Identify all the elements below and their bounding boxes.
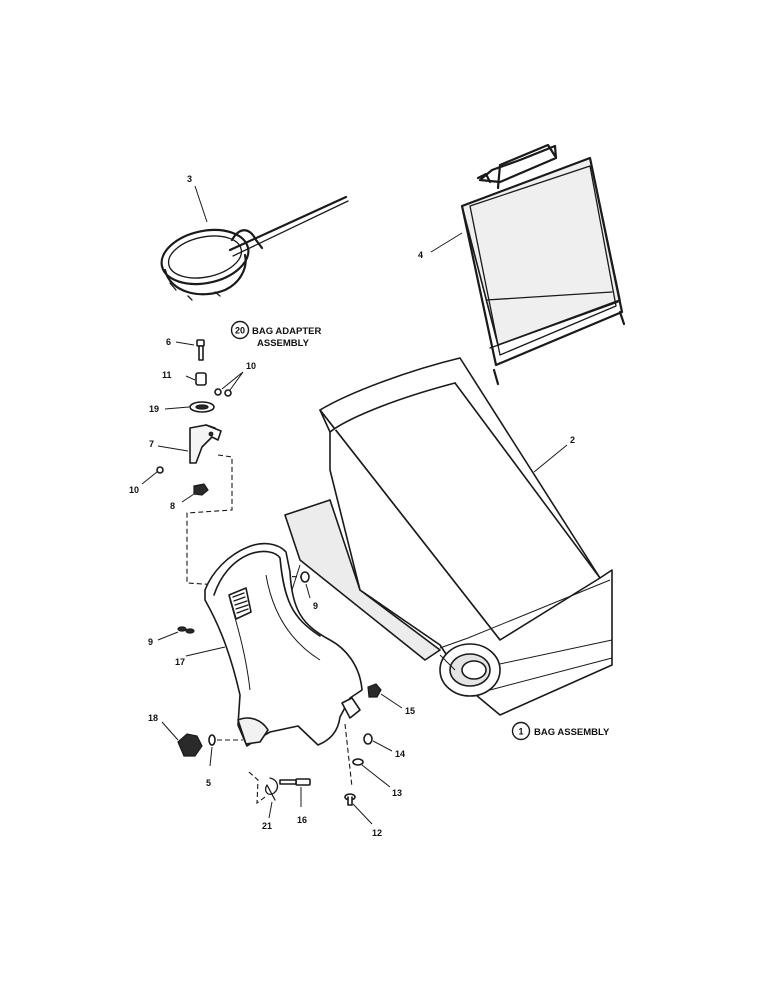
callout-17: 17	[175, 657, 185, 667]
part-9-pins-left	[157, 626, 195, 641]
callout-19: 19	[149, 404, 159, 414]
part-10-screw-left	[141, 466, 164, 485]
callout-11: 11	[162, 370, 172, 380]
callout-14: 14	[395, 749, 405, 759]
part-3-clamp-ring	[160, 195, 349, 301]
callout-10-left: 10	[129, 485, 139, 495]
callout-2: 2	[570, 435, 575, 445]
callout-13: 13	[392, 788, 402, 798]
part-12-clevis	[344, 793, 373, 825]
bag-adapter-assembly-label: 20 BAG ADAPTER ASSEMBLY	[230, 320, 321, 349]
callout-15: 15	[405, 706, 415, 716]
chute-warning-label	[228, 587, 252, 620]
callout-18: 18	[148, 713, 158, 723]
part-6-bolt	[175, 339, 205, 361]
callout-16: 16	[297, 815, 307, 825]
part-14-washer	[363, 733, 393, 752]
part-21-spring	[264, 777, 279, 819]
callout-4: 4	[418, 250, 423, 260]
assembly-line-dashed-12	[344, 723, 353, 788]
bag-assembly-label: 1 BAG ASSEMBLY	[511, 721, 610, 741]
part-16-bolt	[279, 778, 311, 807]
part-13-retainer	[352, 758, 391, 788]
leader-17	[185, 646, 226, 657]
callout-9-left: 9	[148, 637, 153, 647]
assembly-line-dashed	[186, 454, 237, 587]
part-17-chute	[204, 542, 363, 747]
part-8-nut	[181, 483, 209, 503]
leader-4	[430, 232, 463, 253]
part-7-bracket	[157, 424, 222, 464]
callout-3: 3	[187, 174, 192, 184]
callout-6: 6	[166, 337, 171, 347]
assembly-line-dashed-lower	[248, 771, 266, 805]
leader-2	[533, 444, 568, 473]
bag-adapter-assembly-title-line1: BAG ADAPTER	[252, 326, 321, 337]
bag-adapter-assembly-number: 20	[235, 326, 245, 336]
callout-9-right: 9	[313, 601, 318, 611]
part-10-screws-top	[214, 371, 244, 397]
callout-21: 21	[262, 821, 272, 831]
part-9-pin-right	[300, 571, 311, 599]
part-4-wire-frame	[460, 143, 626, 386]
part-2-grass-bag	[284, 357, 613, 716]
bag-assembly-title: BAG ASSEMBLY	[534, 727, 610, 738]
leader-3	[194, 185, 208, 223]
callout-12: 12	[372, 828, 382, 838]
part-18-knob	[161, 721, 203, 757]
bag-adapter-assembly-title-line2: ASSEMBLY	[257, 338, 310, 349]
part-11-spacer	[185, 372, 207, 386]
callout-5: 5	[206, 778, 211, 788]
bag-assembly-number: 1	[518, 727, 523, 737]
part-5-washer	[208, 734, 216, 767]
callout-10-top: 10	[246, 361, 256, 371]
part-19-washer	[164, 401, 215, 413]
callout-8: 8	[170, 501, 175, 511]
callout-7: 7	[149, 439, 154, 449]
part-15-nut	[367, 683, 403, 709]
